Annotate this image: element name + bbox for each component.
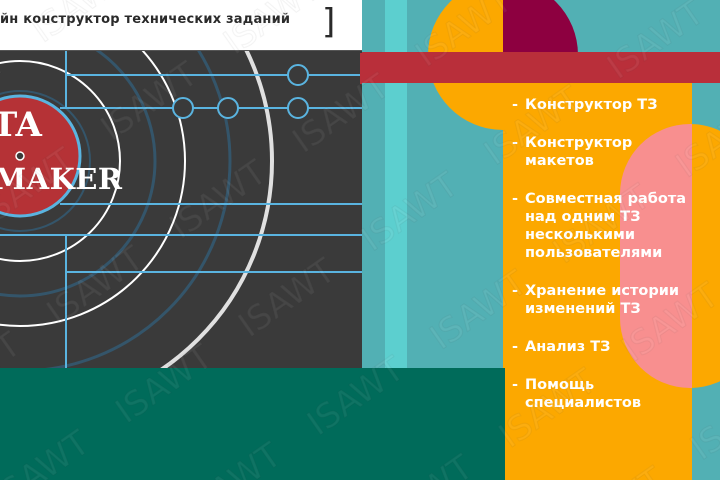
logo-text-maker: MAKER — [0, 162, 123, 196]
feature-label: Анализ ТЗ — [525, 339, 611, 355]
feature-item: -Помощь специалистов — [512, 377, 642, 411]
feature-item: -Конструктор ТЗ — [512, 97, 658, 113]
feature-label: Совместная работа над одним ТЗ нескольки… — [525, 191, 687, 261]
header-title: йн конструктор технических заданий — [0, 12, 291, 27]
header-bracket: ] — [322, 2, 336, 42]
circuit-diagram — [0, 51, 362, 369]
feature-item: -Совместная работа над одним ТЗ нескольк… — [512, 191, 687, 261]
feature-item: -Хранение истории изменений ТЗ — [512, 283, 680, 317]
feature-label: Хранение истории изменений ТЗ — [525, 283, 680, 317]
feature-item: -Анализ ТЗ — [512, 339, 611, 355]
feature-item: -Конструктор макетов — [512, 135, 633, 169]
feature-label: Конструктор ТЗ — [525, 97, 658, 113]
logo-text-top: TA — [0, 105, 42, 145]
red-band — [360, 52, 720, 83]
feature-label: Конструктор макетов — [525, 135, 633, 169]
feature-list: -Конструктор ТЗ -Конструктор макетов -Со… — [512, 96, 720, 432]
bottom-green-block — [0, 368, 505, 480]
dark-diagram-panel — [0, 50, 362, 369]
feature-label: Помощь специалистов — [525, 377, 642, 411]
